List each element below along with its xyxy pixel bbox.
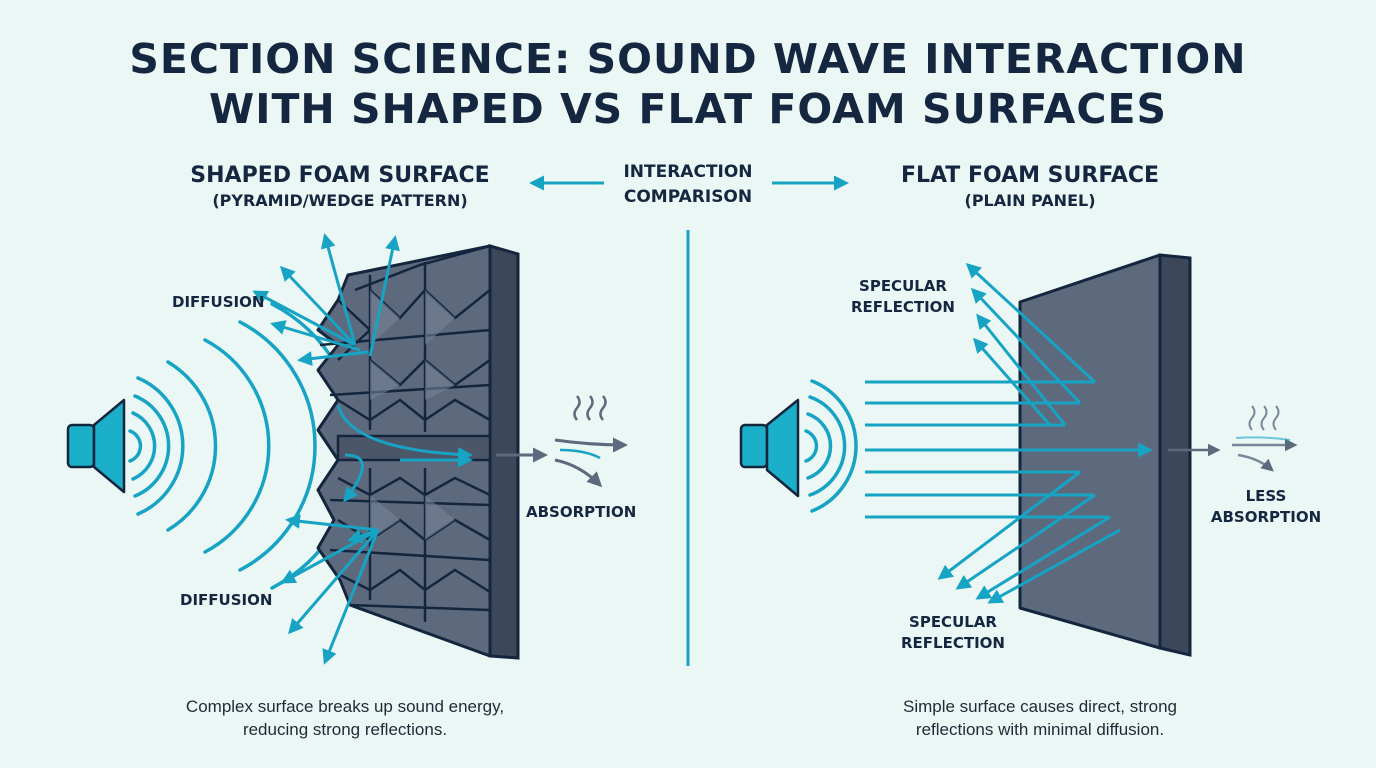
- right-panel-heading: FLAT FOAM SURFACE (PLAIN PANEL): [830, 162, 1230, 212]
- label-absorption: ABSORPTION: [526, 503, 637, 521]
- label-diffusion-bottom: DIFFUSION: [180, 591, 273, 609]
- diffusion-arrows-left: [252, 233, 473, 665]
- label-less-absorption: LESS ABSORPTION: [1196, 486, 1336, 528]
- right-caption-line-2: reflections with minimal diffusion.: [915, 720, 1165, 739]
- label-less-line-2: ABSORPTION: [1210, 508, 1322, 526]
- right-subheading: (PLAIN PANEL): [964, 191, 1096, 210]
- comparison-heading: INTERACTION COMPARISON: [598, 160, 778, 210]
- right-heading: FLAT FOAM SURFACE: [900, 163, 1160, 188]
- label-specular-bottom-line-1: SPECULAR: [909, 613, 997, 631]
- label-specular-bottom-line-2: REFLECTION: [901, 634, 1005, 652]
- comparison-line-2: COMPARISON: [623, 187, 753, 207]
- label-diffusion-top: DIFFUSION: [172, 293, 265, 311]
- title-line-2: WITH SHAPED VS FLAT FOAM SURFACES: [208, 85, 1168, 133]
- left-caption-line-2: reducing strong reflections.: [242, 720, 448, 739]
- left-panel-heading: SHAPED FOAM SURFACE (PYRAMID/WEDGE PATTE…: [140, 162, 540, 212]
- specular-reflection-top: [965, 262, 1097, 426]
- left-subheading: (PYRAMID/WEDGE PATTERN): [212, 191, 468, 210]
- speaker-icon-left: [66, 398, 126, 494]
- incoming-rays-right: [865, 380, 1153, 519]
- page-title: SECTION SCIENCE: SOUND WAVE INTERACTION …: [0, 34, 1376, 134]
- heat-wisps-icon: [573, 395, 607, 421]
- shaped-foam-panel: [316, 244, 520, 660]
- label-less-line-1: LESS: [1245, 487, 1287, 505]
- speaker-icon-right: [739, 398, 800, 498]
- comparison-line-1: INTERACTION: [623, 162, 753, 182]
- label-specular-reflection-bottom: SPECULAR REFLECTION: [888, 612, 1018, 654]
- left-caption-line-1: Complex surface breaks up sound energy,: [185, 697, 505, 716]
- absorption-indicator-right: [1168, 436, 1298, 472]
- left-heading: SHAPED FOAM SURFACE: [190, 163, 490, 188]
- label-specular-top-line-2: REFLECTION: [851, 298, 955, 316]
- specular-reflection-bottom: [937, 470, 1121, 604]
- right-caption-line-1: Simple surface causes direct, strong: [902, 697, 1177, 716]
- left-caption: Complex surface breaks up sound energy, …: [110, 695, 580, 741]
- flat-foam-panel: [1018, 253, 1192, 657]
- label-specular-reflection-top: SPECULAR REFLECTION: [838, 276, 968, 318]
- heat-wisps-icon: [1248, 405, 1280, 431]
- absorption-indicator-left: [496, 437, 628, 488]
- title-line-1: SECTION SCIENCE: SOUND WAVE INTERACTION: [129, 35, 1247, 83]
- right-wavefronts: [804, 379, 858, 513]
- right-caption: Simple surface causes direct, strong ref…: [805, 695, 1275, 741]
- label-specular-top-line-1: SPECULAR: [859, 277, 947, 295]
